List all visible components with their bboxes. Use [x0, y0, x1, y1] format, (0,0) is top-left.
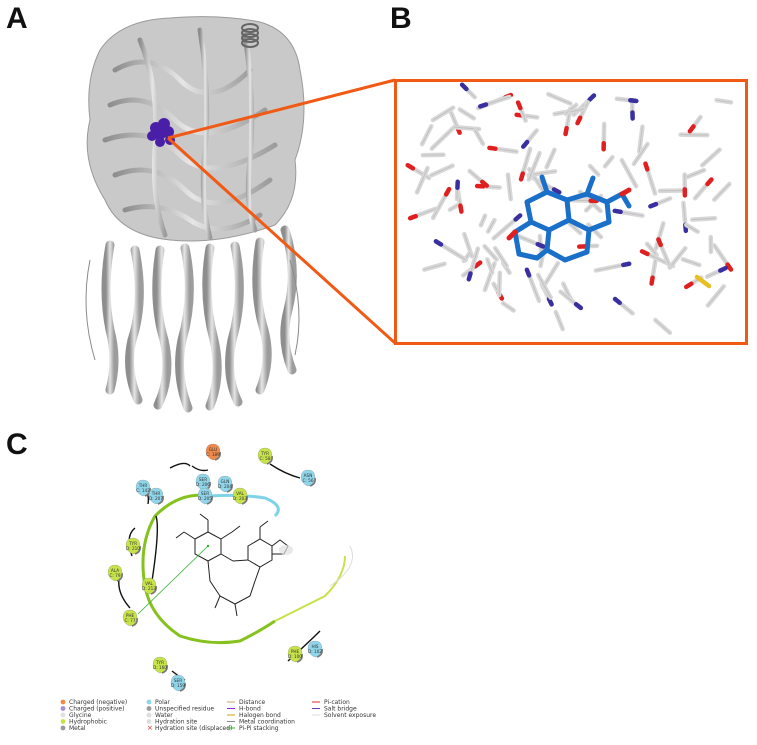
- residue-id: D: 102: [308, 649, 322, 654]
- legend-label: Solvent exposure: [324, 712, 376, 719]
- residue-id: D: 160: [153, 665, 167, 670]
- residue-id: C: 77: [125, 618, 136, 623]
- legend: Charged (negative)Charged (positive)Glyc…: [0, 695, 757, 745]
- legend-item: Pi-Pi stacking: [227, 725, 279, 732]
- residue-id: D: 204: [218, 484, 232, 489]
- binding-site-sticks: [397, 82, 745, 342]
- svg-text:×: ×: [147, 724, 153, 732]
- residue-id: C: 189: [206, 452, 220, 457]
- legend-item: ×Hydration site (displaced): [147, 724, 232, 732]
- panel-label-b: B: [390, 2, 412, 36]
- panel-label-a: A: [6, 2, 28, 36]
- panel-label-c: C: [6, 428, 28, 462]
- legend-label: Hydration site (displaced): [155, 725, 232, 732]
- residue-id: D: 210: [126, 546, 140, 551]
- residue-id: D: 213: [142, 586, 156, 591]
- residue-id: C: 56: [303, 478, 314, 483]
- residue-id: D: 207: [149, 496, 163, 501]
- residue-id: D: 205: [198, 496, 212, 501]
- residue-id: C: 142: [136, 488, 150, 493]
- legend-item: Solvent exposure: [312, 712, 376, 719]
- legend-label: Pi-Pi stacking: [239, 725, 279, 732]
- ligand-skeleton: [176, 514, 288, 616]
- residue-id: D: 100: [288, 654, 302, 659]
- residue-id: D: 203: [233, 496, 247, 501]
- residue-id: C: 79: [110, 573, 121, 578]
- protein-ribbon-image: [60, 10, 320, 415]
- legend-item: Metal: [61, 725, 86, 732]
- protein-structure-panel: [60, 10, 320, 415]
- residue-id: D: 206: [196, 482, 210, 487]
- legend-label: Metal: [69, 725, 86, 732]
- binding-site-panel: [394, 79, 748, 345]
- residue-id: C: 58: [260, 456, 271, 461]
- ligand-sticks: [509, 177, 629, 260]
- residue-id: D: 159: [171, 683, 185, 688]
